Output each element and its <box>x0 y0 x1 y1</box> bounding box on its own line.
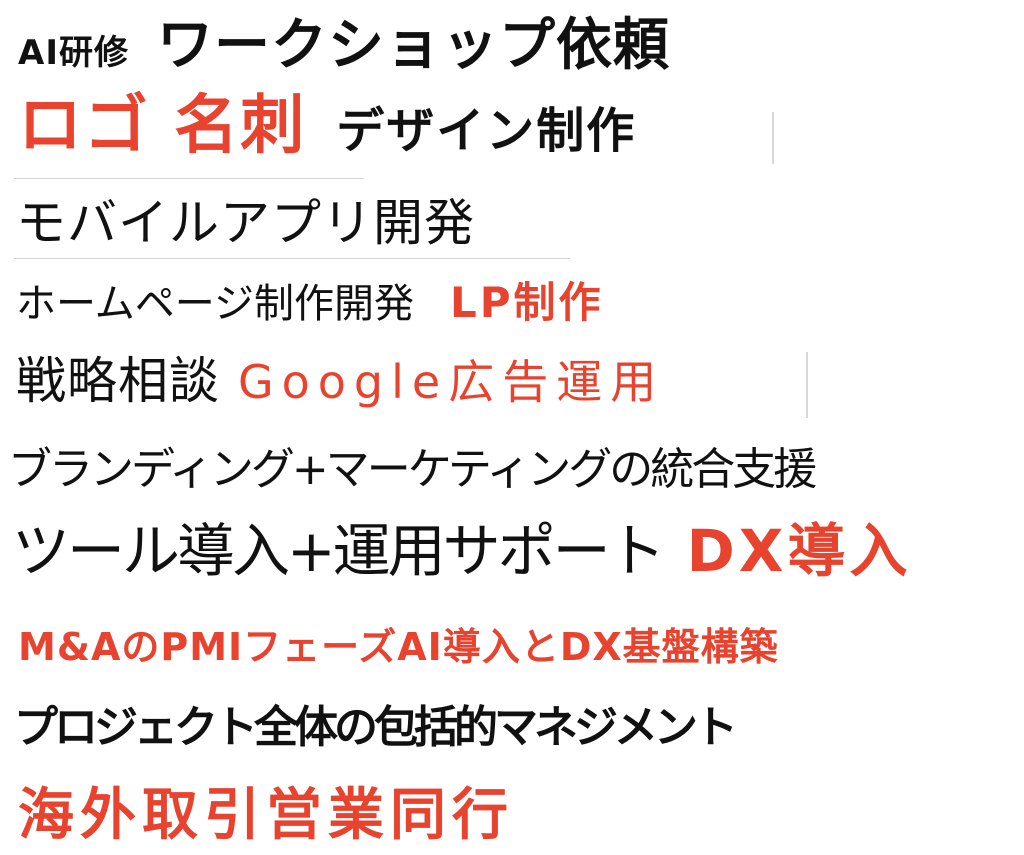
service-line-logo-design: ロゴ 名刺デザイン制作 <box>18 94 636 158</box>
project-management-label: プロジェクト全体の包括的マネジメント <box>14 702 738 753</box>
service-line-ai-training: AI研修ワークショップ依頼 <box>18 18 670 74</box>
service-line-overseas-sales: 海外取引営業同行 <box>18 788 514 844</box>
mobile-app-label: モバイルアプリ開発 <box>16 194 475 252</box>
service-line-homepage: ホームページ制作開発 LP制作 <box>16 278 604 327</box>
ai-training-label: AI研修 <box>18 33 129 73</box>
branding-marketing-label: ブランディング+マーケティングの統合支援 <box>8 444 817 495</box>
strategy-consult-label: 戦略相談 <box>16 352 220 410</box>
overseas-sales-label: 海外取引営業同行 <box>18 783 514 848</box>
google-ads-label: Google広告運用 <box>238 355 665 409</box>
service-line-branding: ブランディング+マーケティングの統合支援 <box>8 444 817 495</box>
ma-pmi-label: M&AのPMIフェーズAI導入とDX基盤構築 <box>18 625 779 669</box>
service-line-ma-pmi: M&AのPMIフェーズAI導入とDX基盤構築 <box>18 628 779 666</box>
divider-vertical <box>772 112 774 164</box>
design-production-label: デザイン制作 <box>336 103 637 159</box>
divider-horizontal <box>14 178 364 179</box>
tool-support-label: ツール導入+運用サポート <box>12 517 666 585</box>
divider-horizontal <box>14 258 570 259</box>
divider-vertical <box>806 352 808 418</box>
logo-card-label: ロゴ 名刺 <box>18 89 307 163</box>
dx-introduction-label: DX導入 <box>686 517 912 585</box>
lp-production-label: LP制作 <box>450 278 604 327</box>
homepage-dev-label: ホームページ制作開発 <box>16 281 414 327</box>
service-line-project-management: プロジェクト全体の包括的マネジメント <box>14 702 738 753</box>
service-line-mobile-app: モバイルアプリ開発 <box>16 198 475 248</box>
workshop-request-label: ワークショップ依頼 <box>156 13 670 78</box>
